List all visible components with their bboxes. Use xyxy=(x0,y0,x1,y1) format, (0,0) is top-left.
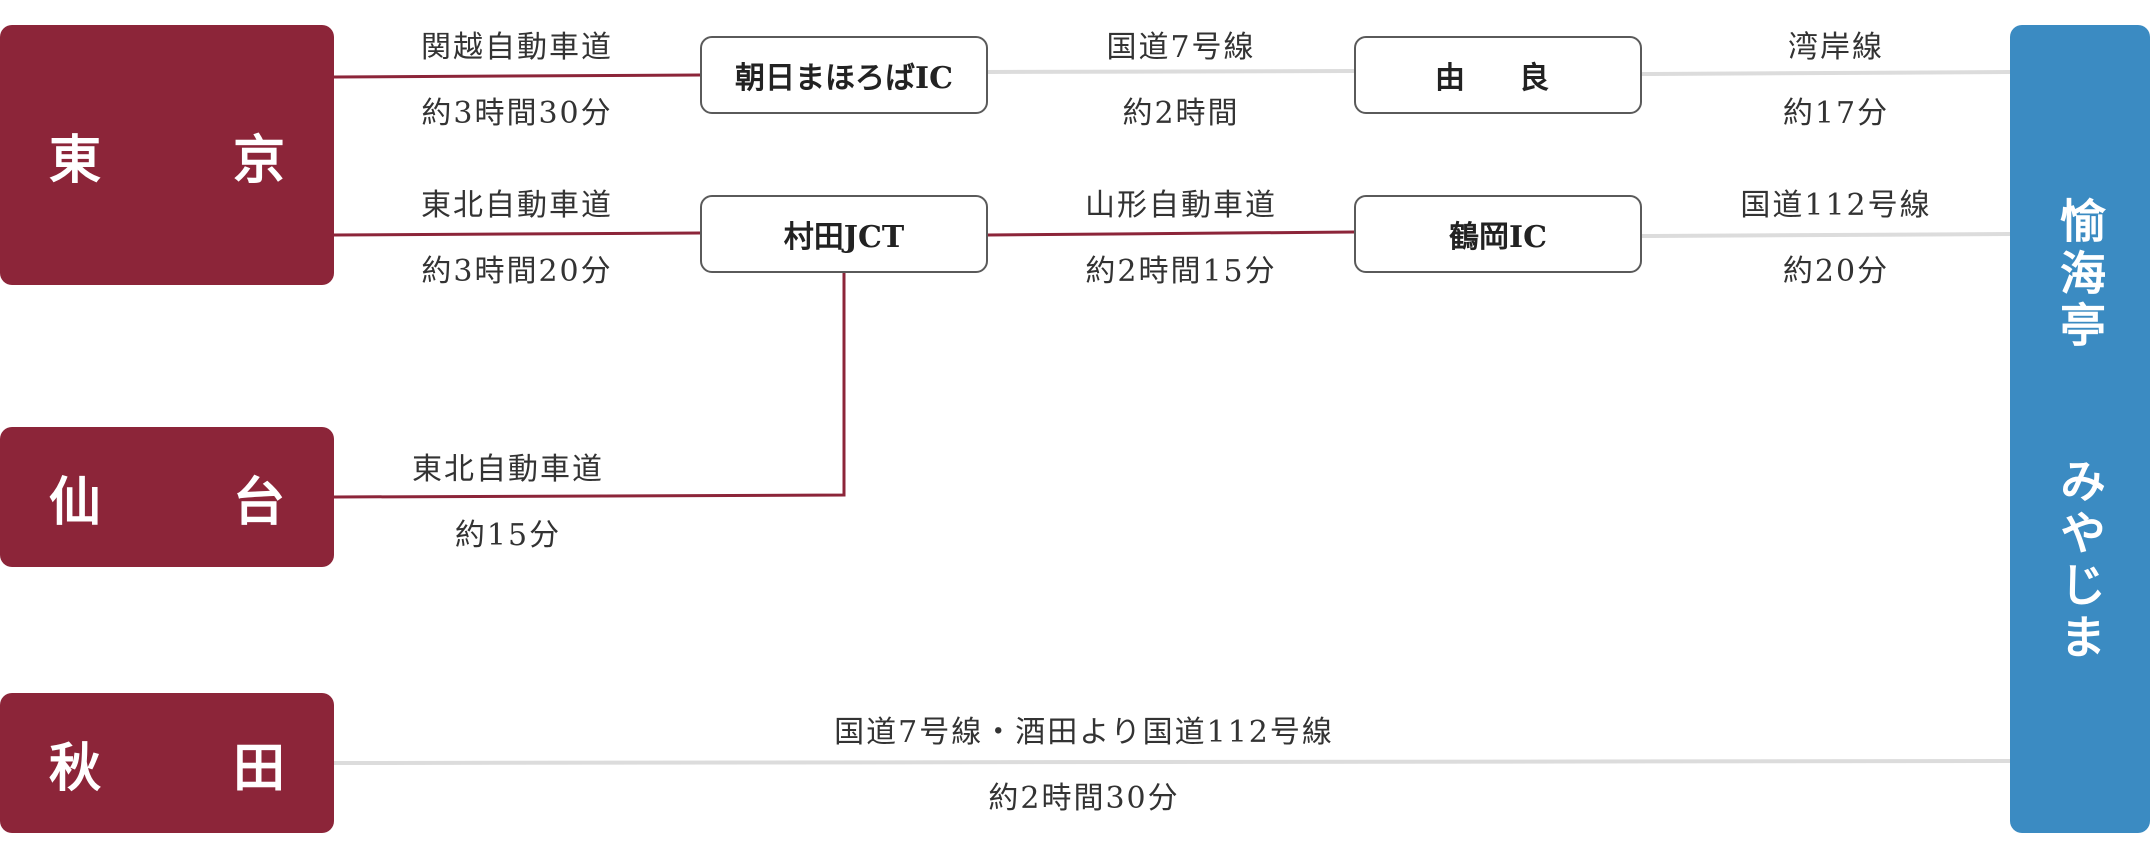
destination-name: 愉海亭 xyxy=(2053,197,2107,353)
line-tsuruoka-dest xyxy=(1641,232,2011,238)
route-time-label: 約2時間30分 xyxy=(988,781,1180,816)
route-road-label: 東北自動車道 xyxy=(412,452,604,487)
route-road-label: 国道7号線 xyxy=(1106,30,1256,65)
destination-kana: みやじま xyxy=(2053,457,2107,665)
line-sendai-murata xyxy=(333,273,846,499)
destination-panel: 愉海亭 みやじま xyxy=(2010,25,2150,833)
node-asahi-mahoroba-ic: 朝日まほろばIC xyxy=(700,36,988,114)
line-murata-tsuruoka xyxy=(987,230,1355,237)
line-tokyo-asahi xyxy=(333,73,701,79)
route-time-label: 約17分 xyxy=(1782,96,1890,131)
line-akita-dest xyxy=(333,759,2011,765)
origin-akita: 秋 田 xyxy=(0,693,334,833)
route-time-label: 約3時間30分 xyxy=(421,96,613,131)
route-time-label: 約20分 xyxy=(1782,254,1890,289)
route-road-label: 山形自動車道 xyxy=(1085,188,1277,223)
route-time-label: 約2時間 xyxy=(1122,96,1240,131)
route-road-label: 国道112号線 xyxy=(1740,188,1932,223)
route-time-label: 約2時間15分 xyxy=(1085,254,1277,289)
line-asahi-yura xyxy=(987,69,1355,74)
node-tsuruoka-ic: 鶴岡IC xyxy=(1354,195,1642,273)
route-road-label: 国道7号線・酒田より国道112号線 xyxy=(834,715,1334,750)
origin-tokyo: 東 京 xyxy=(0,25,334,285)
route-time-label: 約15分 xyxy=(454,518,562,553)
route-road-label: 東北自動車道 xyxy=(421,188,613,223)
route-road-label: 関越自動車道 xyxy=(421,30,613,65)
route-road-label: 湾岸線 xyxy=(1788,30,1884,65)
node-murata-jct: 村田JCT xyxy=(700,195,988,273)
node-yura: 由 良 xyxy=(1354,36,1642,114)
route-time-label: 約3時間20分 xyxy=(421,254,613,289)
line-tokyo-murata xyxy=(333,231,701,237)
line-yura-dest xyxy=(1641,70,2011,76)
origin-sendai: 仙 台 xyxy=(0,427,334,567)
